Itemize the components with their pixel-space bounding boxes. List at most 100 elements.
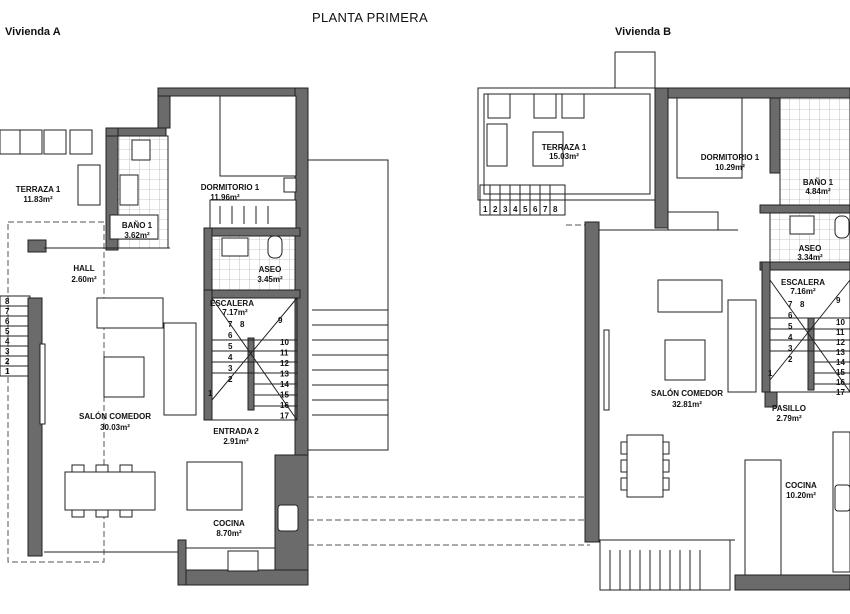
- room-name: DORMITORIO 1: [201, 183, 260, 192]
- vivienda-b-stair-right-step-number: 12: [836, 338, 845, 347]
- vivienda-a-stair-right-step-number: 14: [280, 380, 289, 389]
- vivienda-b-stair-right-step-number: 9: [836, 296, 841, 305]
- room-name: BAÑO 1: [803, 178, 834, 187]
- wall: [105, 127, 167, 137]
- coffee-table-icon: [103, 356, 145, 398]
- room-area: 2.91m²: [223, 437, 249, 446]
- wall: [203, 289, 301, 299]
- vivienda-a-stair-right-step-number: 12: [280, 359, 289, 368]
- room-area: 10.20m²: [786, 491, 816, 500]
- label-box: [109, 214, 159, 240]
- room-area: 2.60m²: [71, 275, 97, 284]
- room-area: 4.84m²: [805, 187, 831, 196]
- sink-icon: [221, 237, 249, 257]
- room-area: 11.83m²: [23, 195, 53, 204]
- vivienda-a-stair-left-step-number: 8: [240, 320, 245, 329]
- outdoor-stair-b: [479, 184, 566, 216]
- vivienda-b-stair-right-step-number: 17: [836, 388, 845, 397]
- vivienda-b-stair-right-step-number: 10: [836, 318, 845, 327]
- plan-title: PLANTA PRIMERA: [312, 10, 428, 25]
- cooktop-icon: [277, 504, 299, 532]
- vivienda-b-outdoor-step-number: 2: [493, 205, 498, 214]
- vivienda-b-stair-right-step-number: 14: [836, 358, 845, 367]
- room-name: ENTRADA 2: [213, 427, 259, 436]
- room-area: 7.16m²: [790, 287, 816, 296]
- wardrobe-icon: [667, 211, 719, 231]
- room-name: ESCALERA: [210, 299, 254, 308]
- vivienda-b-outdoor-step-number: 5: [523, 205, 528, 214]
- stair-a: [211, 297, 298, 421]
- vivienda-a-outdoor-step-number: 1: [5, 367, 10, 376]
- dining-table-icon: [64, 464, 156, 518]
- sofa-icon: [657, 279, 723, 313]
- room-area: 32.81m²: [672, 400, 702, 409]
- vivienda-a-outdoor-step-number: 2: [5, 357, 10, 366]
- kitchen-island-icon: [744, 459, 782, 576]
- room-area: 30.03m²: [100, 423, 130, 432]
- bed-icon: [676, 97, 743, 179]
- vivienda-a-outdoor-step-number: 7: [5, 307, 10, 316]
- bed-icon: [219, 95, 297, 177]
- wall: [654, 87, 850, 99]
- vivienda-b-stair-right-step-number: 11: [836, 328, 845, 337]
- vivienda-b-stair-left-step-number: 3: [788, 344, 793, 353]
- wall: [203, 289, 213, 421]
- window-icon: [39, 343, 46, 425]
- room-area: 3.45m²: [257, 275, 283, 284]
- wall: [157, 87, 309, 97]
- vivienda-a-outdoor-step-number: 6: [5, 317, 10, 326]
- room-area: 8.70m²: [216, 529, 242, 538]
- room-name: TERRAZA 1: [16, 185, 61, 194]
- vivienda-a-stair-right-step-number: 16: [280, 401, 289, 410]
- sink-icon: [227, 550, 259, 572]
- vivienda-a-stair-left-step-number: 2: [228, 375, 233, 384]
- vivienda-b-outdoor-step-number: 1: [483, 205, 488, 214]
- room-name: COCINA: [785, 481, 817, 490]
- vivienda-b-stair-right-step-number: 16: [836, 378, 845, 387]
- toilet-icon: [834, 215, 850, 239]
- room-name: DORMITORIO 1: [701, 153, 760, 162]
- vivienda-a-stair-right-step-number: 10: [280, 338, 289, 347]
- room-area: 10.29m²: [715, 163, 745, 172]
- wall: [27, 239, 47, 253]
- vivienda-a-outdoor-step-number: 5: [5, 327, 10, 336]
- sofa-icon: [727, 299, 757, 393]
- wardrobe-icon: [209, 199, 297, 229]
- room-name: ESCALERA: [781, 278, 825, 287]
- vivienda-a-outdoor-step-number: 4: [5, 337, 10, 346]
- room-name: HALL: [73, 264, 94, 273]
- vivienda-b-outdoor-step-number: 6: [533, 205, 538, 214]
- vivienda-b-stair-right-step-number: 13: [836, 348, 845, 357]
- vivienda-b-stair-left-step-number: 4: [788, 333, 793, 342]
- terrace-chairs: [0, 129, 101, 206]
- bathroom-b-floor: [779, 97, 850, 206]
- exterior-stair: [307, 159, 389, 451]
- stair-b: [769, 269, 850, 393]
- room-area: 15.03m²: [549, 152, 579, 161]
- vivienda-a-stair-left-step-number: 7: [228, 320, 233, 329]
- table-icon: [532, 131, 564, 167]
- room-area: 7.17m²: [222, 308, 248, 317]
- room-area: 2.79m²: [776, 414, 802, 423]
- wall: [764, 391, 778, 408]
- room-name: BAÑO 1: [122, 221, 153, 230]
- vivienda-a-stair-left-step-number: 3: [228, 364, 233, 373]
- wall: [177, 569, 309, 586]
- vivienda-a-label: Vivienda A: [5, 26, 61, 38]
- vivienda-b-stair-left-step-number: 5: [788, 322, 793, 331]
- entry-stair-b: [599, 539, 731, 591]
- vivienda-a-stair-right-step-number: 17: [280, 412, 289, 421]
- room-name: TERRAZA 1: [542, 143, 587, 152]
- wall: [584, 221, 600, 543]
- room-area: 3.62m²: [124, 231, 150, 240]
- kitchen-island-icon: [186, 461, 243, 511]
- toilet-icon: [131, 139, 151, 161]
- wall: [203, 227, 301, 237]
- room-area: 3.34m²: [797, 253, 823, 262]
- vivienda-b-stair-left-step-number: 6: [788, 311, 793, 320]
- dining-table-icon: [620, 434, 670, 498]
- wall: [654, 87, 669, 229]
- wall: [769, 97, 781, 174]
